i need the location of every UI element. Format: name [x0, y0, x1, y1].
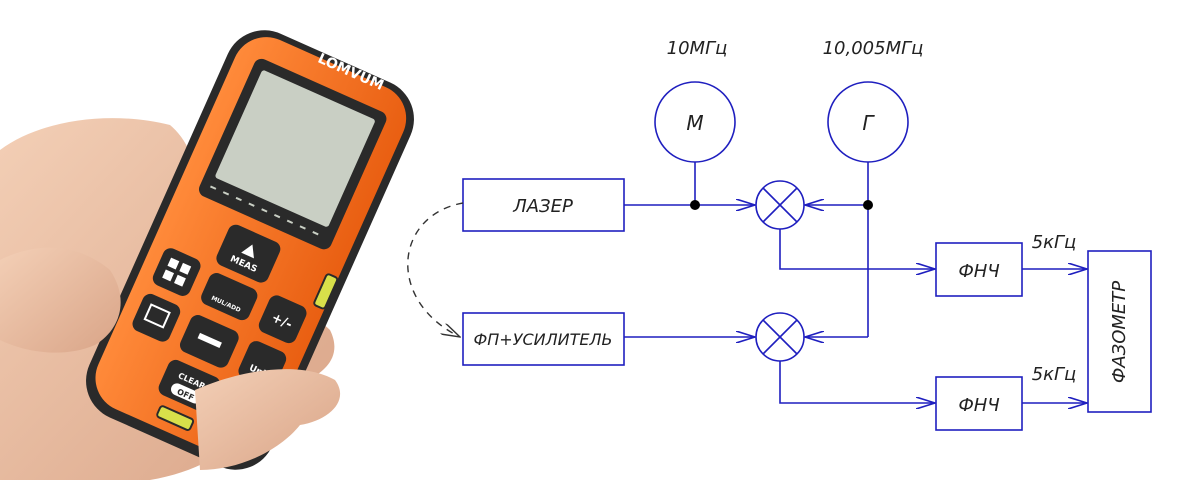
receiver-label: ФП+УСИЛИТЕЛЬ: [474, 330, 613, 349]
phase-meter-label: ФАЗОМЕТР: [1109, 281, 1130, 383]
if-bottom-label: 5кГц: [1032, 364, 1077, 385]
block-laser: [462, 178, 625, 232]
freq-m-label: 10МГц: [667, 38, 728, 59]
block-diagram: [462, 81, 1152, 431]
hand-thumb: [0, 247, 121, 353]
block-lpf-bottom: [935, 376, 1023, 431]
if-top-label: 5кГц: [1032, 232, 1077, 253]
bubble-level-side: [313, 273, 339, 310]
junction-g: [863, 200, 873, 210]
bubble-level-bottom: [156, 405, 195, 431]
optical-path: [407, 202, 464, 337]
rangefinder-illustration: MEAS MUL/ADD +/- Unit CLEAR OFF LOMVUM: [0, 30, 414, 480]
lpf-top-label: ФНЧ: [958, 261, 999, 282]
block-phase-meter: [1087, 250, 1152, 413]
freq-g-label: 10,005МГц: [823, 38, 924, 59]
wire-mixer-top-to-lpf: [779, 229, 935, 269]
laser-label: ЛАЗЕР: [512, 196, 573, 217]
oscillator-m-label: М: [686, 111, 703, 135]
wire-mixer-bottom-to-lpf: [779, 361, 935, 403]
key-area: [132, 293, 181, 342]
block-receiver: [462, 312, 625, 366]
key-plus-minus: [258, 295, 307, 344]
oscillator-g-label: Г: [862, 111, 875, 135]
device-screen: [215, 70, 375, 227]
key-grid: [152, 248, 201, 296]
block-lpf-top: [935, 242, 1023, 297]
lpf-bottom-label: ФНЧ: [958, 395, 999, 416]
key-mode: [201, 273, 258, 321]
junction-m: [690, 200, 700, 210]
hand-fingers: [195, 369, 341, 470]
